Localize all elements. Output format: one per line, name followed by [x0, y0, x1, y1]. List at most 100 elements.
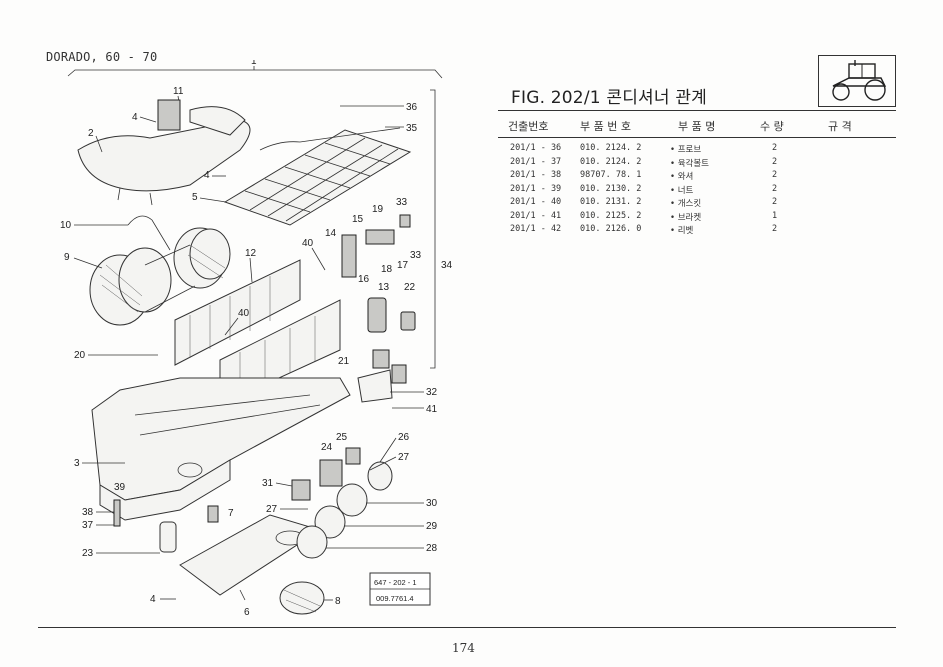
callout-31: 31 — [262, 478, 274, 489]
callout-16: 16 — [358, 274, 370, 285]
callout-7: 7 — [228, 508, 234, 519]
switch-13 — [367, 297, 387, 333]
callout-32: 32 — [426, 387, 438, 398]
relay-right — [391, 364, 407, 384]
cell-qty: 2 — [772, 143, 778, 153]
callout-14: 14 — [325, 228, 337, 239]
callout-40a: 40 — [302, 238, 314, 249]
top-frame — [223, 127, 412, 226]
callout-5: 5 — [192, 192, 198, 203]
callout-18: 18 — [381, 264, 393, 275]
cell-name: • 리벳 — [670, 226, 694, 236]
cell-part-number: 010. 2131. 2 — [580, 197, 642, 207]
callout-33a: 33 — [396, 197, 408, 208]
callout-27b: 27 — [266, 504, 278, 515]
cover-23 — [159, 521, 177, 553]
cell-name: • 개스킷 — [670, 199, 702, 209]
callout-12: 12 — [245, 248, 257, 259]
cell-part-number: 010. 2125. 2 — [580, 210, 642, 221]
callout-27a: 27 — [398, 452, 410, 463]
cell-ref: 201/1 - 37 — [510, 156, 562, 167]
cell-qty: 2 — [772, 224, 778, 234]
callout-23: 23 — [82, 548, 94, 559]
header-spec: 규 격 — [828, 120, 852, 133]
callout-26: 26 — [398, 432, 410, 443]
cell-part-number: 010. 2124. 2 — [580, 143, 642, 153]
catalog-stamp: 647 - 202 - 1 009.7761.4 — [369, 572, 431, 606]
exploded-diagram: 1 2 11 4 10 9 — [60, 60, 453, 618]
callout-39: 39 — [114, 482, 126, 493]
table-row: 201/1 - 37 010. 2124. 2 • 육각볼트 2 — [498, 157, 896, 171]
bolt-37 — [113, 499, 121, 527]
cell-part-number: 010. 2124. 2 — [580, 156, 642, 167]
table-row: 201/1 - 40 010. 2131. 2 • 개스킷 2 — [498, 197, 896, 211]
pulley-26 — [367, 461, 393, 491]
pulley-30 — [336, 483, 368, 517]
callout-24: 24 — [321, 442, 333, 453]
callout-21: 21 — [338, 356, 350, 367]
cell-name: • 육각볼트 — [670, 158, 709, 169]
cell-ref: 201/1 - 40 — [510, 197, 562, 207]
cell-qty: 2 — [772, 170, 778, 180]
callout-4b: 4 — [204, 170, 210, 181]
table-row: 201/1 - 39 010. 2130. 2 • 너트 2 — [498, 184, 896, 198]
callout-2: 2 — [88, 128, 94, 139]
group-bracket — [67, 69, 443, 79]
callout-3: 3 — [74, 458, 80, 469]
header-part-number: 부 품 번 호 — [580, 120, 631, 133]
callout-4a: 4 — [132, 112, 138, 123]
title-rule — [498, 110, 896, 111]
cell-ref: 201/1 - 41 — [510, 210, 562, 221]
footer-rule — [38, 627, 896, 628]
callout-34: 34 — [441, 260, 453, 271]
callout-1: 1 — [251, 60, 257, 67]
callout-22: 22 — [404, 282, 416, 293]
callout-38: 38 — [82, 507, 94, 518]
cell-name: • 와셔 — [670, 172, 694, 182]
cell-part-number: 010. 2126. 0 — [580, 224, 642, 234]
stamp-number: 009.7761.4 — [376, 594, 414, 603]
header-qty: 수 량 — [760, 120, 784, 133]
callout-4c: 4 — [150, 594, 156, 605]
callout-29: 29 — [426, 521, 438, 532]
callout-6: 6 — [244, 607, 250, 618]
table-row: 201/1 - 42 010. 2126. 0 • 리벳 2 — [498, 224, 896, 238]
table-header: 건출번호 부 품 번 호 부 품 명 수 량 규 격 — [498, 118, 896, 136]
page-number: 174 — [452, 641, 475, 655]
callout-25: 25 — [336, 432, 348, 443]
cell-qty: 2 — [772, 183, 778, 194]
callout-10: 10 — [60, 220, 72, 231]
header-ref: 건출번호 — [508, 120, 549, 133]
cell-qty: 2 — [772, 197, 778, 207]
callout-35: 35 — [406, 123, 418, 134]
relay-left — [372, 349, 390, 369]
part-25 — [345, 447, 361, 465]
callout-40b: 40 — [238, 308, 250, 319]
actuator-31 — [291, 479, 311, 501]
cell-name: • 프로브 — [670, 145, 702, 155]
cell-qty: 2 — [772, 156, 778, 167]
header-rule — [498, 137, 896, 138]
relay-plate — [357, 369, 393, 403]
duct-housing — [77, 106, 251, 206]
callout-20: 20 — [74, 350, 86, 361]
clip-7 — [207, 505, 219, 523]
table-row: 201/1 - 41 010. 2125. 2 • 브라켓 1 — [498, 211, 896, 225]
cell-part-number: 98707. 78. 1 — [580, 170, 642, 180]
callout-19: 19 — [372, 204, 384, 215]
valve-bracket — [365, 229, 395, 245]
parts-table: 201/1 - 36 010. 2124. 2 • 프로브 2 201/1 - … — [498, 143, 896, 238]
tractor-icon — [818, 55, 896, 107]
figure-title: FIG. 202/1 콘디셔너 관계 — [511, 88, 708, 108]
cell-ref: 201/1 - 36 — [510, 143, 562, 153]
callout-30: 30 — [426, 498, 438, 509]
callout-15: 15 — [352, 214, 364, 225]
callout-8: 8 — [335, 596, 341, 607]
cell-qty: 1 — [772, 210, 778, 221]
blower-wheel — [89, 227, 231, 326]
callout-33b: 33 — [410, 250, 422, 261]
expansion-valve — [341, 234, 357, 278]
motor-24 — [319, 459, 343, 487]
callout-41: 41 — [426, 404, 438, 415]
